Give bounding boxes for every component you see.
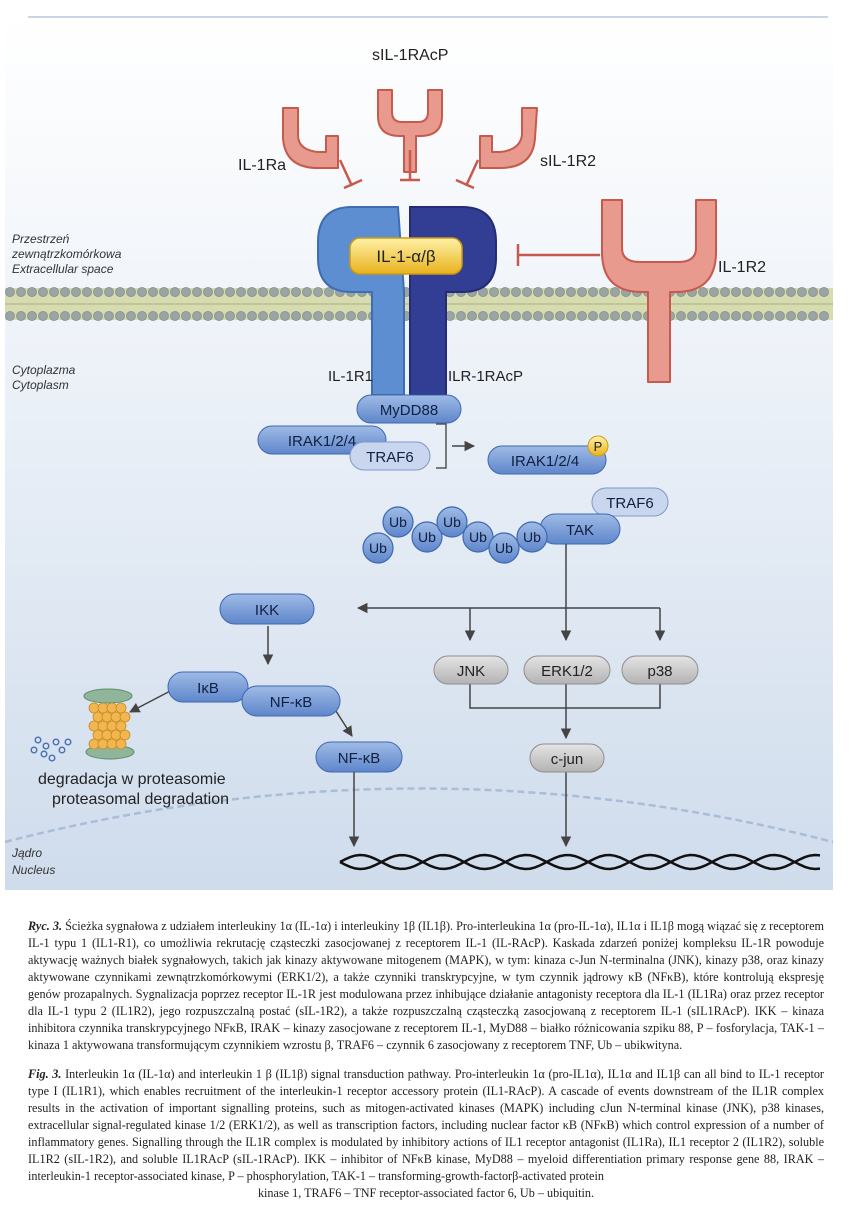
erk-label: ERK1/2 (541, 663, 593, 680)
svg-text:Ub: Ub (523, 529, 541, 545)
mapk-merge-line (469, 682, 661, 709)
caption-text-en: Interleukin 1α (IL-1α) and interleukin 1… (28, 1067, 824, 1183)
jnk-box (433, 655, 509, 685)
il1-ligand-label: IL-1-α/β (376, 247, 436, 266)
sil1r2-label: sIL-1R2 (540, 153, 596, 170)
traf6-label-b: TRAF6 (606, 495, 654, 512)
degradation-label-en: proteasomal degradation (52, 791, 229, 808)
erk-box (523, 655, 611, 685)
extracellular-label-pl: Przestrzeń (12, 232, 70, 246)
ubiquitin-node: Ub (488, 532, 520, 564)
ikb-label: IκB (197, 680, 219, 697)
il1r2-inhibit-bar (516, 244, 600, 266)
caption-label-en: Fig. 3. (28, 1067, 62, 1081)
il1-ligand-box (349, 237, 463, 275)
ikk-label: IKK (255, 602, 279, 619)
nfkb-label-a: NF-κB (270, 694, 313, 711)
phosphate-label: P (594, 439, 603, 454)
traf6-box-b (591, 487, 669, 517)
il1ra-inhibit-bar (338, 159, 363, 190)
cjun-box (529, 743, 605, 773)
degradation-label-pl: degradacja w proteasomie (38, 771, 226, 788)
jnk-label: JNK (457, 663, 485, 680)
sil1racp-inhibitor-shape (377, 89, 443, 173)
irak-label-b: IRAK1/2/4 (511, 453, 579, 470)
il1r1-label: IL-1R1 (328, 368, 373, 385)
ubiquitin-node: Ub (382, 506, 414, 538)
nuclear-envelope (4, 787, 834, 844)
irak-label-a: IRAK1/2/4 (288, 433, 356, 450)
nfkb-box-a (241, 685, 341, 717)
ubiquitin-node: Ub (411, 521, 443, 553)
ubiquitin-node: Ub (516, 521, 548, 553)
p38-box (621, 655, 699, 685)
myd88-box (356, 394, 462, 424)
ubiquitin-node: Ub (436, 506, 468, 538)
il1racp-label: ILR-1RAcP (448, 368, 523, 385)
caption-text-pl: Ścieżka sygnałowa z udziałem interleukin… (28, 919, 824, 1052)
svg-text:Ub: Ub (369, 540, 387, 556)
cytoplasm-label-pl: Cytoplazma (12, 363, 76, 377)
il1ra-inhibitor-shape (282, 107, 339, 169)
traf6-label-a: TRAF6 (366, 449, 414, 466)
p38-label: p38 (647, 663, 672, 680)
extracellular-label-pl2: zewnątrzkomórkowa (11, 247, 122, 261)
myd88-label: MyDD88 (380, 402, 438, 419)
irak-box-b (487, 445, 607, 475)
figure-caption-english: Fig. 3. Interleukin 1α (IL-1α) and inter… (28, 1066, 824, 1202)
nfkb-box-b (315, 741, 403, 773)
nfkb-label-b: NF-κB (338, 750, 381, 767)
caption-label-pl: Ryc. 3. (28, 919, 62, 933)
phosphate-badge (587, 435, 609, 457)
il1-signaling-diagram: Przestrzeń zewnątrzkomórkowa Extracellul… (4, 16, 834, 890)
figure-caption-polish: Ryc. 3. Ścieżka sygnałowa z udziałem int… (28, 918, 824, 1054)
ikk-box (219, 593, 315, 625)
sil1r2-inhibit-bar (455, 159, 480, 190)
degraded-peptides-icon (30, 736, 72, 762)
nucleus-label-pl: Jądro (11, 846, 42, 860)
svg-text:Ub: Ub (418, 529, 436, 545)
dna-helix-icon (339, 853, 821, 871)
sil1racp-label: sIL-1RAcP (372, 47, 448, 64)
nucleus-label-en: Nucleus (12, 863, 55, 877)
traf6-box-a (349, 441, 431, 471)
cytoplasm-label-en: Cytoplasm (12, 378, 69, 392)
il1ra-label: IL-1Ra (238, 157, 286, 174)
complex-bracket (436, 423, 447, 469)
sil1racp-inhibit-bar (400, 150, 420, 182)
svg-text:Ub: Ub (469, 529, 487, 545)
il1r2-decoy-receptor (601, 199, 717, 383)
sil1r2-inhibitor-shape (479, 107, 538, 169)
proteasome-icon (83, 688, 135, 760)
extracellular-label-en: Extracellular space (12, 262, 114, 276)
ubiquitin-node: Ub (462, 521, 494, 553)
svg-text:Ub: Ub (495, 540, 513, 556)
il1r2-label: IL-1R2 (718, 259, 766, 276)
caption-text-en-tail: kinase 1, TRAF6 – TNF receptor-associate… (257, 1186, 595, 1200)
nfkb-translocation-arrow (333, 707, 353, 737)
ikb-box (167, 671, 249, 703)
tak-label: TAK (566, 522, 594, 539)
cjun-label: c-jun (551, 751, 584, 768)
svg-text:Ub: Ub (443, 514, 461, 530)
ubiquitin-node: Ub (362, 532, 394, 564)
svg-text:Ub: Ub (389, 514, 407, 530)
